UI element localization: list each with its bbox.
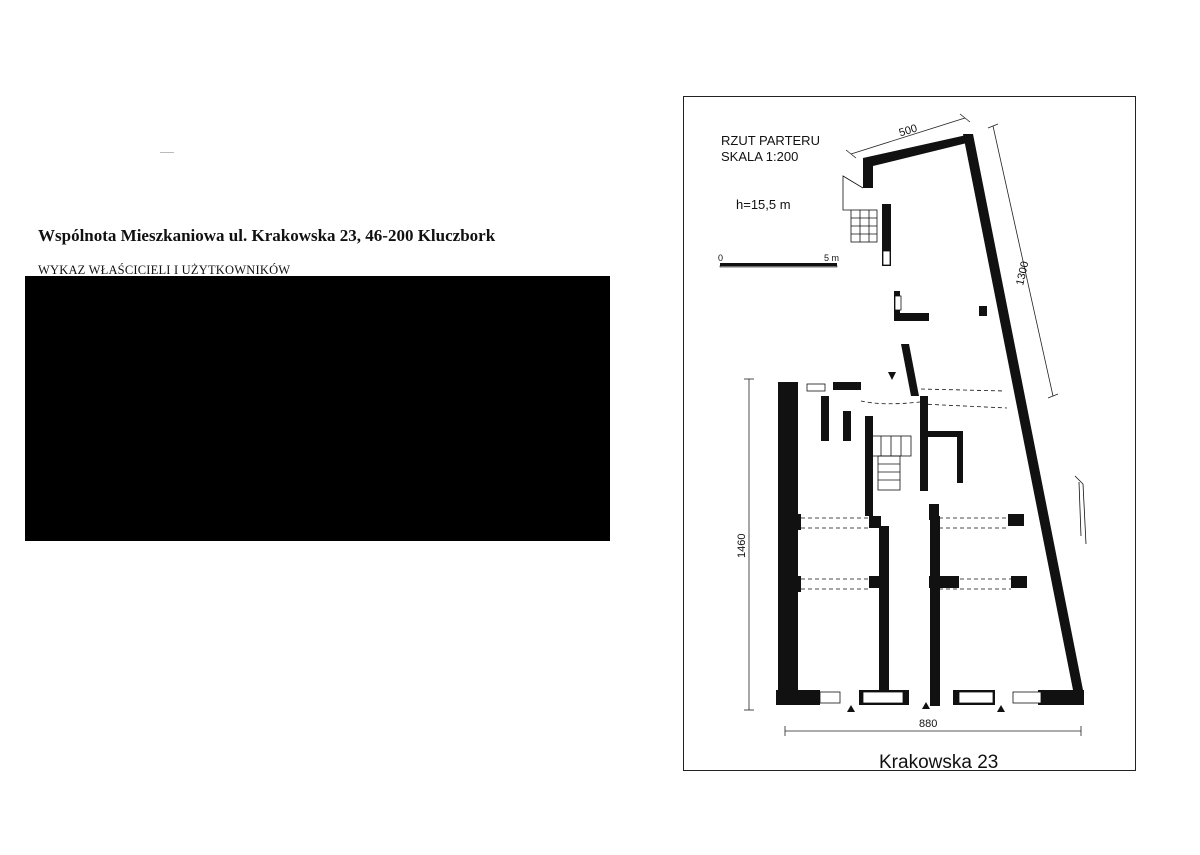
plan-height-note: h=15,5 m	[736, 197, 791, 212]
dimension-top-label: 500	[898, 123, 919, 140]
entrance-markers	[847, 372, 1005, 712]
frame-border	[683, 96, 1136, 771]
dimension-bottom	[784, 726, 1082, 736]
floor-plan-frame: RZUT PARTERU SKALA 1:200 h=15,5 m 0 5 m …	[683, 96, 1136, 771]
dimension-right	[987, 123, 1059, 399]
building-walls	[776, 134, 1084, 706]
staircase-rear	[842, 175, 878, 243]
document-subheading: WYKAZ WŁAŚCICIELI I UŻYTKOWNIKÓW	[38, 263, 291, 277]
redaction-block	[25, 276, 610, 541]
north-arrow	[1074, 475, 1087, 545]
scale-bar-end: 5 m	[824, 253, 839, 263]
dimension-left-label: 1460	[736, 534, 748, 558]
dimension-top	[845, 113, 971, 159]
scale-bar-start: 0	[718, 253, 723, 263]
staircase-front	[870, 435, 912, 491]
scan-speck	[160, 152, 174, 153]
dimension-right-label: 1300	[1014, 260, 1031, 287]
document-heading: Wspólnota Mieszkaniowa ul. Krakowska 23,…	[38, 226, 496, 245]
plan-scale: SKALA 1:200	[721, 149, 798, 164]
facade-windows	[819, 691, 1042, 704]
street-label: Krakowska 23	[879, 752, 998, 771]
rear-windows	[806, 250, 902, 392]
dashed-beams	[801, 388, 1011, 590]
floor-plan-drawing: RZUT PARTERU SKALA 1:200 h=15,5 m 0 5 m …	[683, 96, 1136, 771]
plan-title: RZUT PARTERU	[721, 133, 820, 148]
dimension-bottom-label: 880	[919, 718, 937, 730]
dimension-left	[744, 378, 754, 711]
scale-bar: 0 5 m	[718, 253, 839, 268]
